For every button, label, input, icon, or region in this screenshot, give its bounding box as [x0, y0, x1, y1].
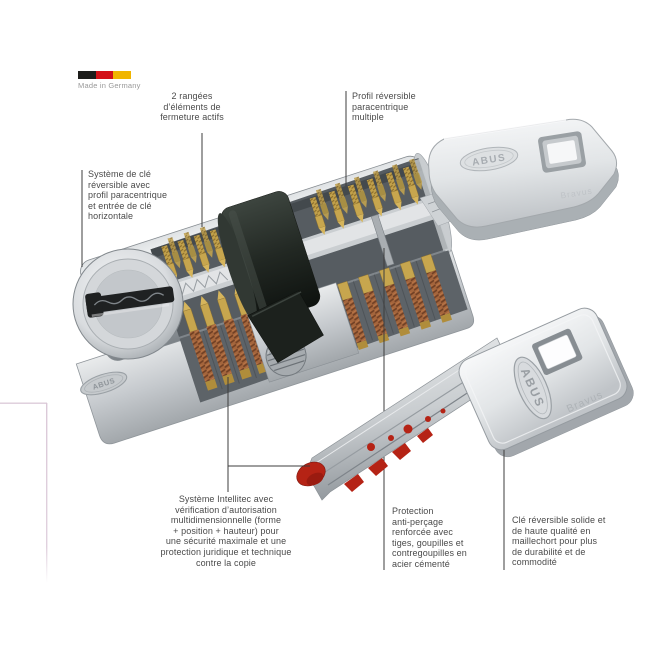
label-line: acier cémenté [392, 558, 450, 569]
abus-logo-emboss: ABUS [80, 371, 128, 396]
hardened-steel-pin [370, 214, 395, 267]
label-line: Profil réversible [352, 91, 416, 101]
label-key-system: Système de clé réversible avec profil pa… [88, 169, 167, 222]
label-line: une sécurité maximale et une [165, 536, 287, 547]
leader-lines-front [227, 377, 505, 570]
key2-bow: ABUS Bravus [458, 307, 634, 458]
loose-key: ABUS Bravus [296, 307, 634, 501]
label-line: vérification d’autorisation [175, 504, 277, 515]
label-line: fermeture actifs [160, 112, 224, 123]
label-line: et entrée de clé [88, 200, 152, 211]
label-reversible-profile: Profil réversible paracentrique multiple [352, 91, 416, 123]
lower-pin-springs [179, 214, 453, 392]
label-line: paracentrique [352, 101, 409, 112]
intellitec-elements [296, 408, 446, 492]
flag-black-stripe [78, 71, 96, 79]
label-line: Système de clé [88, 169, 151, 179]
label-line: anti-perçage [392, 516, 444, 527]
label-line: horizontale [88, 211, 134, 222]
made-in-germany-badge: Made in Germany [78, 71, 141, 90]
label-line: renforcée avec [392, 527, 453, 538]
keyway-slot [85, 286, 175, 318]
label-line: commodité [512, 557, 557, 568]
label-line: tiges, goupilles et [392, 537, 464, 548]
page-crop-mark [0, 402, 48, 583]
key1-brand-emboss: ABUS [459, 146, 519, 172]
label-line: de durabilité et de [512, 546, 586, 557]
key1-brand-text: ABUS [471, 152, 507, 168]
label-active-rows: 2 rangées d’éléments de fermeture actifs [132, 91, 252, 123]
label-line: contre la copie [195, 557, 257, 568]
inserted-key: ABUS Bravus [419, 118, 619, 241]
cylinder-front-face [72, 248, 184, 360]
label-line: Protection [392, 506, 434, 516]
flag-red-stripe [95, 71, 114, 79]
label-line: contregoupilles en [392, 548, 467, 559]
label-line: 2 rangées [171, 91, 213, 101]
label-quality-key: Clé réversible solide et de haute qualit… [512, 515, 605, 568]
label-line: + position + hauteur) pour [173, 525, 279, 536]
label-line: réversible avec [88, 179, 151, 190]
label-line: Système Intellitec avec [178, 494, 274, 504]
label-line: Clé réversible solide et [512, 515, 606, 525]
label-line: multidimensionnelle (forme [170, 515, 282, 526]
label-line: de haute qualité en [512, 525, 591, 536]
label-intellitec: Système Intellitec avec vérification d’a… [126, 494, 326, 568]
key1-hole [538, 131, 586, 173]
label-anti-drill: Protection anti-perçage renforcée avec t… [392, 506, 467, 570]
label-line: multiple [352, 112, 384, 123]
label-line: d’éléments de [163, 101, 221, 112]
leader-lines [81, 91, 385, 570]
label-line: profil paracentrique [88, 190, 168, 201]
key2-hole [532, 328, 583, 375]
label-line: protection juridique et technique [160, 546, 292, 557]
german-flag-icon [78, 71, 132, 79]
label-line: maillechort pour plus [512, 536, 598, 547]
locking-cam [217, 191, 324, 363]
made-in-germany-label: Made in Germany [78, 81, 141, 90]
flag-gold-stripe [113, 71, 132, 79]
